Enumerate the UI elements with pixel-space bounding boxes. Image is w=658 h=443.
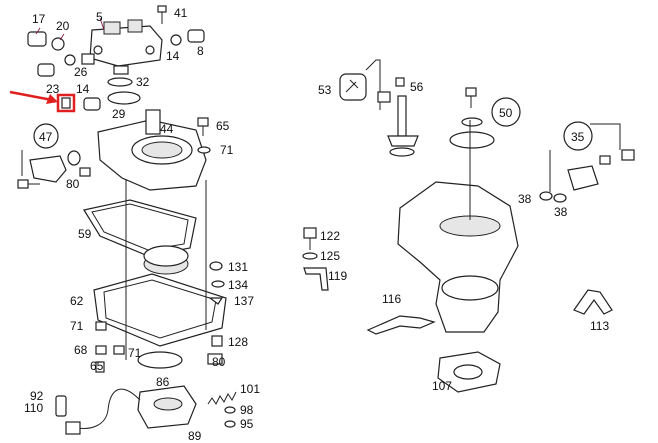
label-56: 56: [410, 80, 424, 94]
bracket-116: [366, 315, 436, 335]
label-44: 44: [160, 122, 174, 136]
bolt-part: [157, 5, 167, 24]
spring-part: [207, 391, 237, 405]
label-125: 125: [320, 249, 340, 263]
valve-part: [377, 77, 419, 157]
label-59: 59: [78, 227, 92, 241]
label-122: 122: [320, 229, 340, 243]
label-17: 17: [32, 12, 46, 26]
label-47: 47: [39, 130, 53, 144]
callout-35: [539, 121, 635, 203]
label-71-lower: 71: [70, 319, 84, 333]
label-20: 20: [56, 19, 70, 33]
label-80-lower: 80: [212, 355, 226, 369]
label-35: 35: [571, 130, 585, 144]
label-50: 50: [499, 106, 513, 120]
label-38-left: 38: [518, 192, 532, 206]
fittings-right: [170, 29, 205, 46]
label-86: 86: [156, 375, 170, 389]
label-80-left: 80: [66, 177, 80, 191]
label-89: 89: [188, 429, 202, 443]
actuator-part: [17, 123, 91, 189]
gasket-part: [83, 199, 197, 275]
label-137: 137: [234, 294, 254, 308]
label-38-right: 38: [554, 205, 568, 219]
sensor-part: [65, 385, 197, 435]
housing-part: [89, 17, 163, 67]
highlighted-part-marker: [9, 90, 76, 113]
bolt-washer-group: [302, 227, 329, 291]
label-65-top: 65: [216, 119, 230, 133]
gasket-107: [437, 351, 501, 393]
pin-part: [55, 395, 67, 417]
label-92: 92: [30, 389, 44, 403]
label-62: 62: [70, 294, 84, 308]
label-65-lower: 65: [90, 359, 104, 373]
disc-callout-50: [449, 87, 521, 149]
bolts-right: [197, 117, 211, 154]
label-14-lower: 14: [76, 82, 90, 96]
main-body-part: [97, 109, 207, 191]
seal-rings: [107, 77, 141, 105]
label-32: 32: [136, 75, 150, 89]
fitting-lower: [83, 97, 101, 111]
clamp-part: [137, 351, 183, 369]
main-housing-right: [397, 120, 519, 333]
tool-callout-53: [339, 59, 381, 110]
label-116: 116: [382, 292, 401, 306]
label-113: 113: [590, 319, 609, 333]
label-128: 128: [228, 335, 248, 349]
label-53: 53: [318, 83, 332, 97]
label-134: 134: [228, 278, 248, 292]
small-parts-lower: [95, 321, 223, 373]
label-71-top: 71: [220, 143, 234, 157]
label-68: 68: [74, 343, 88, 357]
label-71-mid: 71: [128, 346, 142, 360]
label-14-top: 14: [166, 49, 180, 63]
label-101: 101: [240, 382, 260, 396]
washers-lower: [224, 406, 236, 428]
bracket-113: [573, 289, 613, 315]
label-107: 107: [432, 379, 452, 393]
label-26: 26: [74, 65, 88, 79]
small-parts-right: [208, 261, 225, 305]
label-41: 41: [174, 6, 188, 20]
label-98: 98: [240, 403, 254, 417]
label-5: 5: [96, 10, 103, 24]
label-131: 131: [228, 260, 248, 274]
label-29: 29: [112, 107, 126, 121]
label-110: 110: [24, 401, 43, 415]
label-119: 119: [328, 269, 347, 283]
base-plate-part: [93, 180, 227, 360]
label-8: 8: [197, 44, 204, 58]
label-23: 23: [46, 82, 60, 96]
label-95: 95: [240, 417, 254, 431]
part-labels: 17 20 5 41 26 14 8 23 14 32 29 44 65 47 …: [24, 6, 609, 443]
fittings-top-left: [27, 27, 129, 77]
